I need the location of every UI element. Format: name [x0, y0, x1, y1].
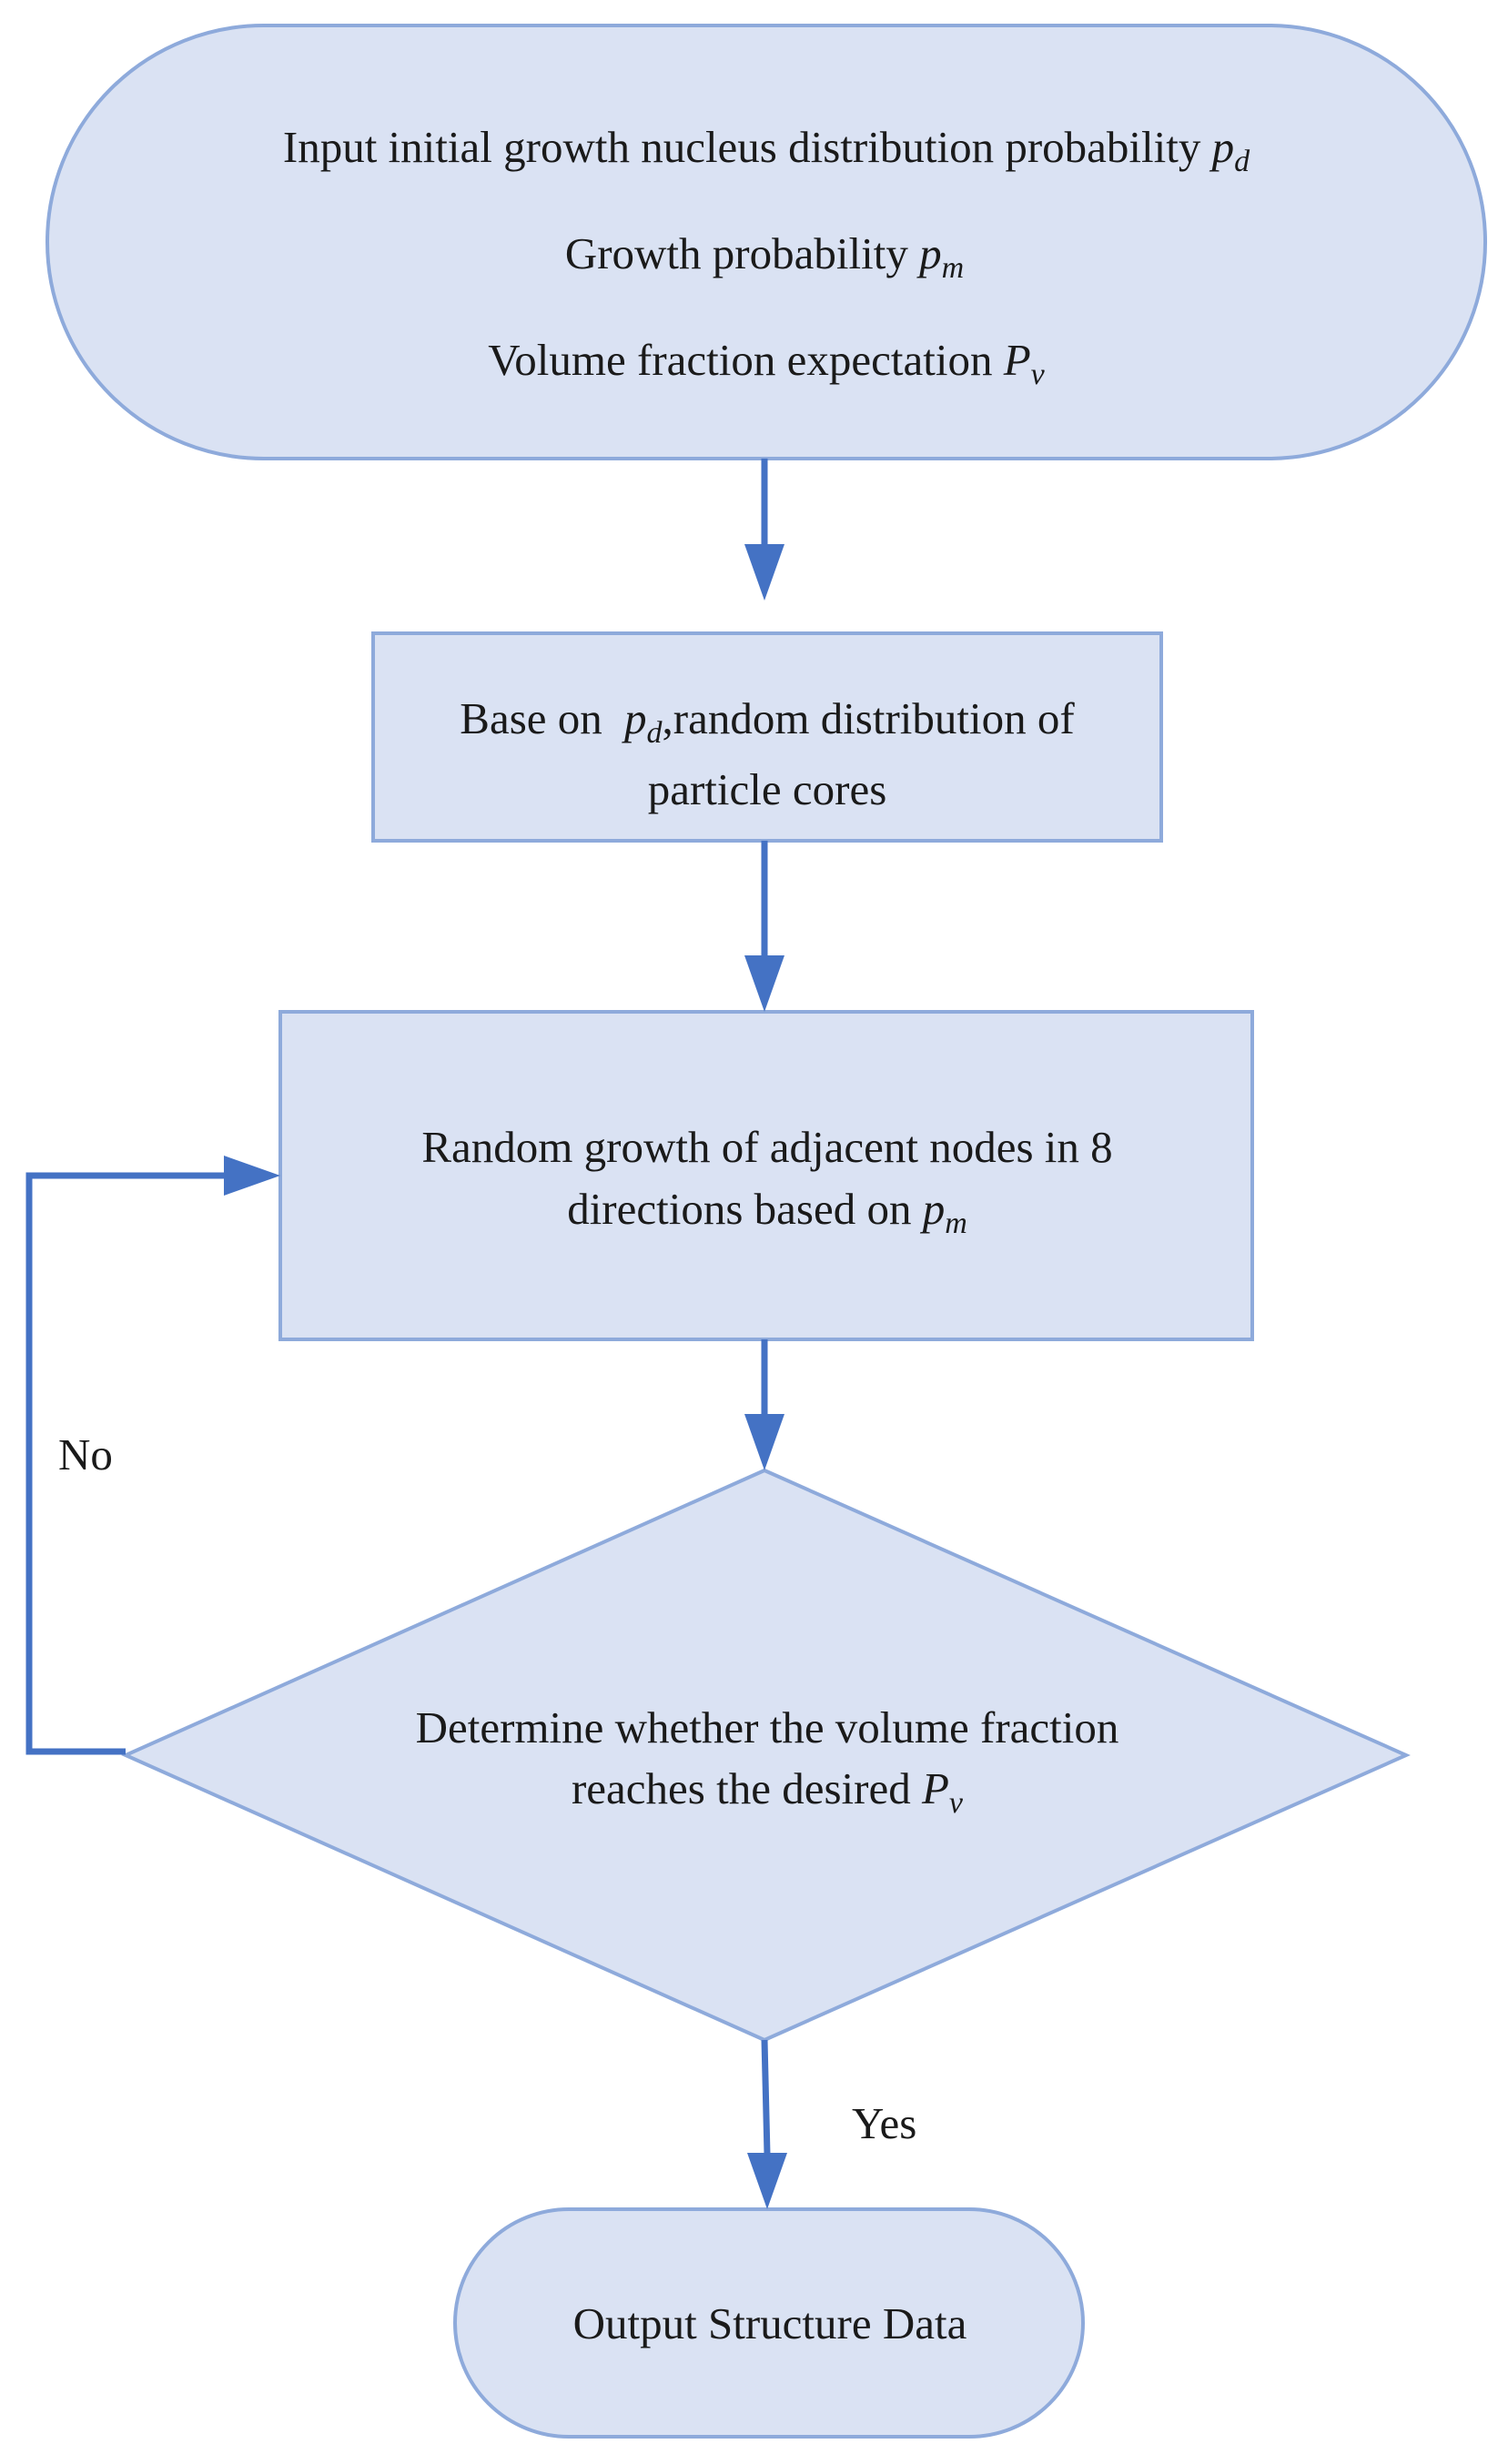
edge-start-to-distribute — [744, 459, 784, 601]
edge-decision-no-loop — [25, 1156, 280, 1755]
no-edge-label: No — [58, 1429, 113, 1479]
edge-decision-yes — [747, 2039, 787, 2209]
edge-growth-to-decision — [744, 1339, 784, 1470]
arrowhead-icon — [744, 544, 784, 601]
arrowhead-icon — [744, 1414, 784, 1470]
edge-distribute-to-growth — [744, 841, 784, 1012]
decision-diamond-shape — [121, 1468, 1411, 2043]
distribute-line-2: particle cores — [648, 764, 887, 814]
growth-process-shape — [278, 1010, 1254, 1341]
arrowhead-icon — [224, 1156, 280, 1196]
decision-line-1: Determine whether the volume fraction — [416, 1702, 1119, 1752]
end-label: Output Structure Data — [573, 2298, 967, 2348]
arrowhead-icon — [744, 955, 784, 1012]
start-line-3: Volume fraction expectation Pv — [488, 335, 1045, 391]
growth-line-2: directions based on pm — [567, 1184, 967, 1240]
start-line-2: Growth probability pm — [565, 228, 964, 285]
start-line-1: Input initial growth nucleus distributio… — [283, 122, 1250, 178]
distribute-line-1: Base on pd,random distribution of — [460, 693, 1075, 750]
arrowhead-icon — [747, 2153, 787, 2209]
yes-edge-label: Yes — [852, 2098, 916, 2148]
end-terminator-shape — [453, 2207, 1085, 2439]
growth-line-1: Random growth of adjacent nodes in 8 — [421, 1122, 1112, 1172]
distribute-process-shape — [371, 631, 1163, 843]
decision-line-2: reaches the desired Pv — [572, 1763, 964, 1820]
